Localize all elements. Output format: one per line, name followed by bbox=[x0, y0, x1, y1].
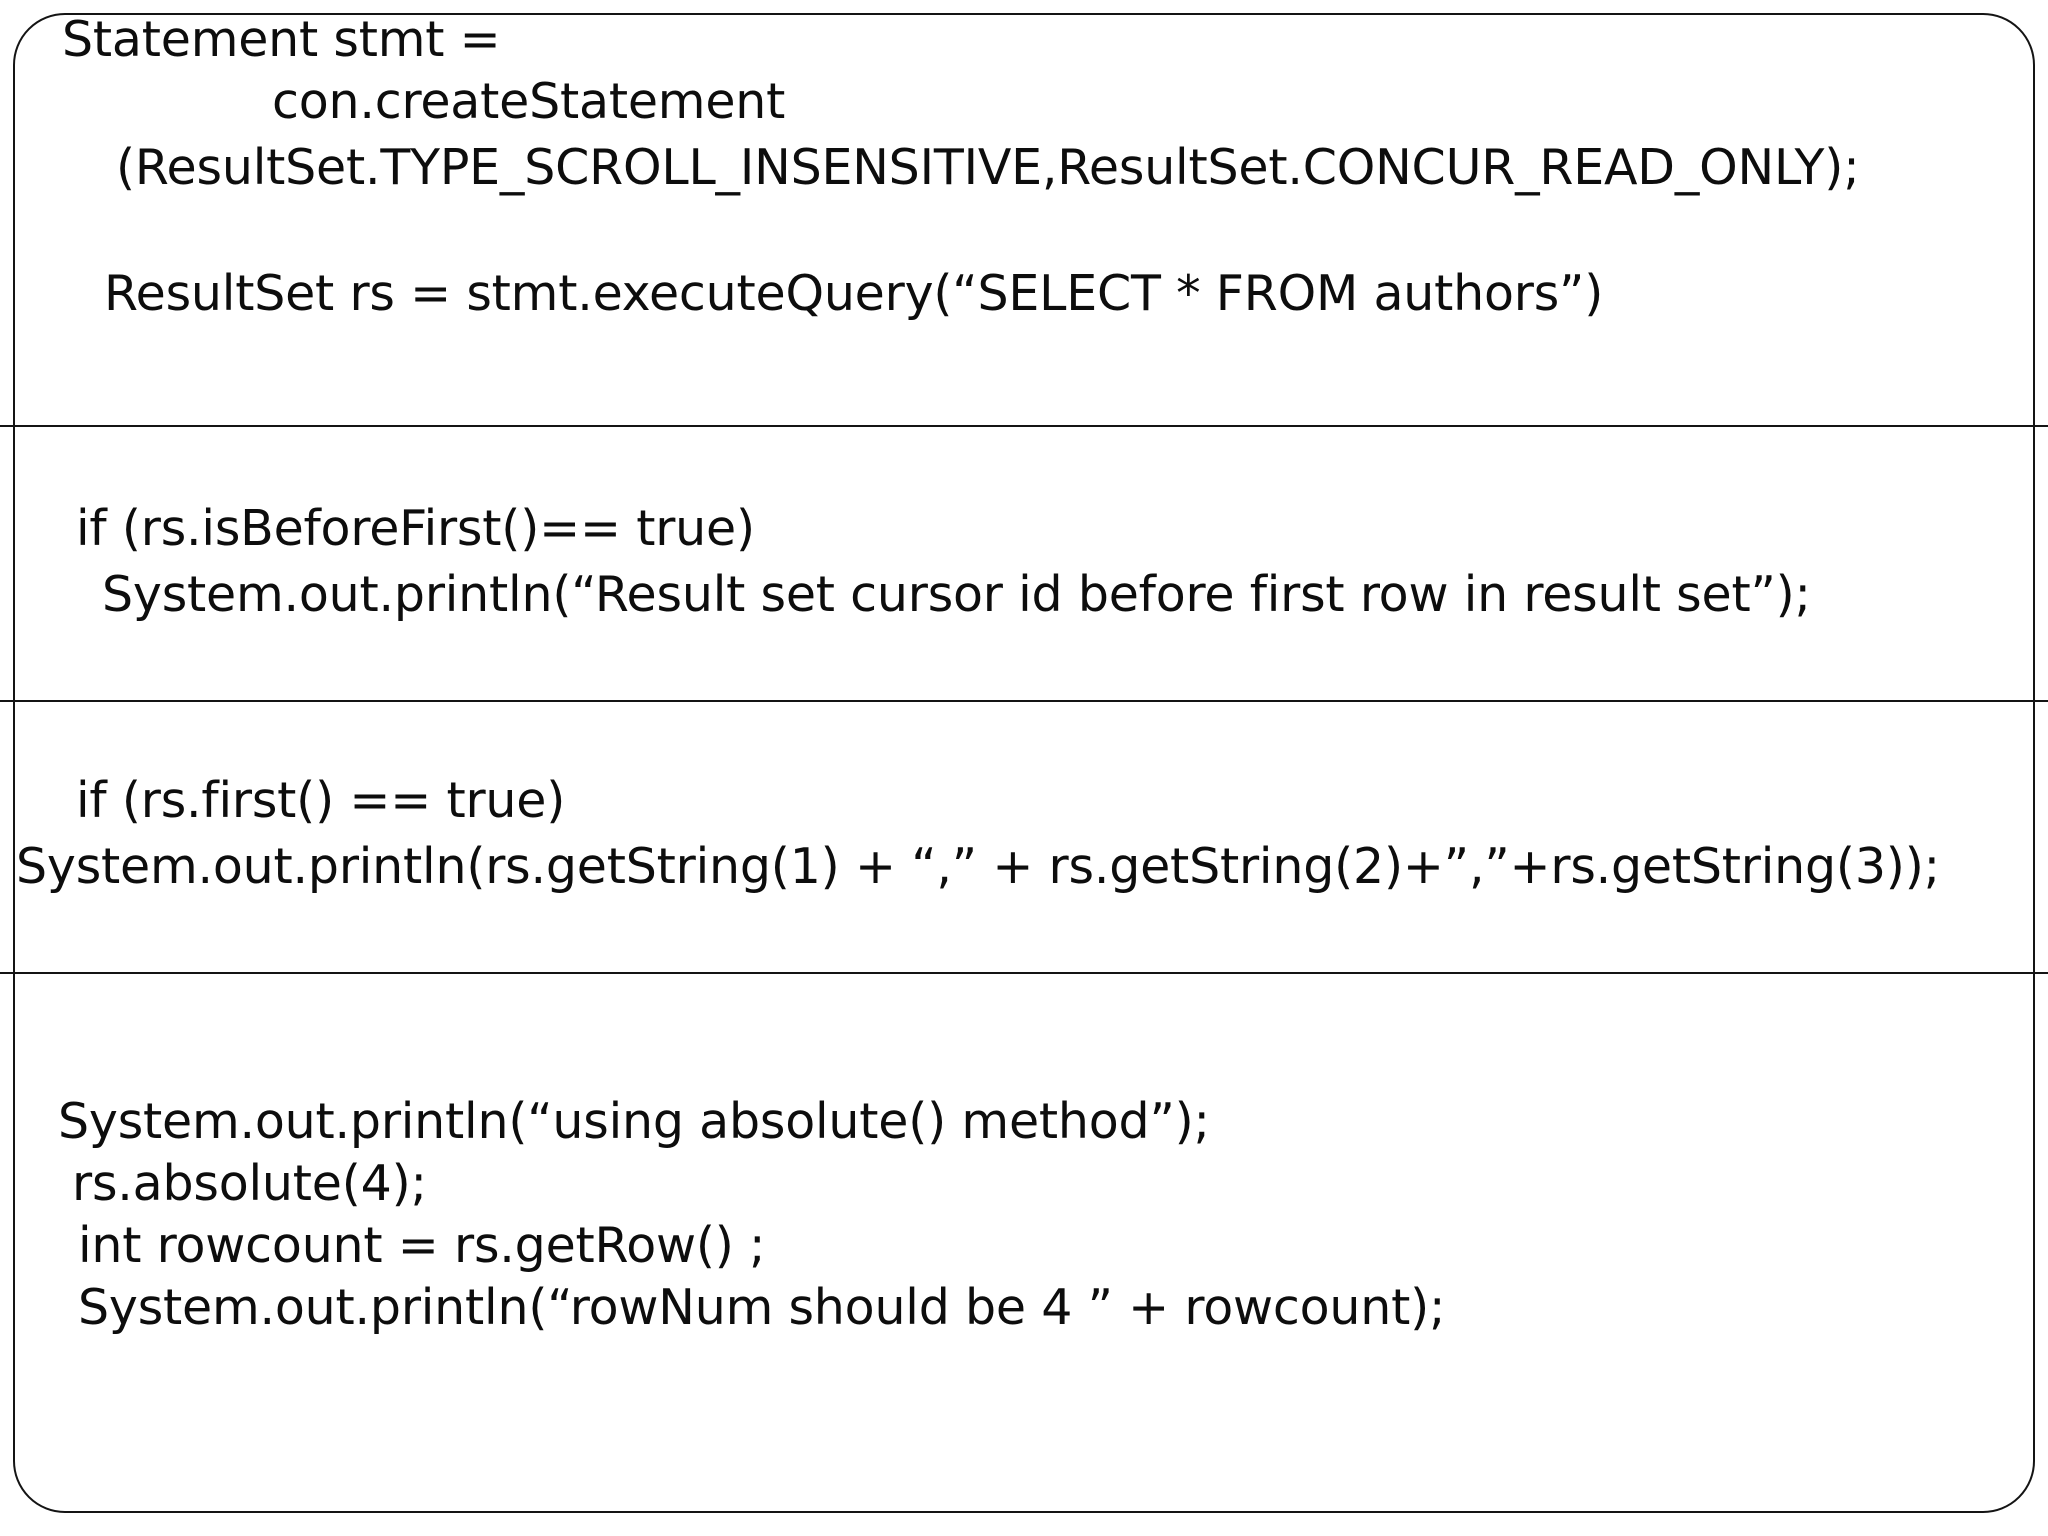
code-line: rs.absolute(4); bbox=[72, 1155, 427, 1212]
table-row: if (rs.isBeforeFirst()== true) System.ou… bbox=[0, 425, 2048, 700]
code-line: if (rs.first() == true) bbox=[76, 772, 566, 829]
table-row: System.out.println(“using absolute() met… bbox=[0, 972, 2048, 1513]
row-divider bbox=[0, 425, 2048, 427]
row-divider bbox=[0, 700, 2048, 702]
table-row: if (rs.first() == true) System.out.print… bbox=[0, 700, 2048, 972]
table-row: Statement stmt = con.createStatement (Re… bbox=[0, 0, 2048, 425]
code-listing-table bbox=[13, 13, 2035, 1513]
code-line: Statement stmt = bbox=[62, 11, 501, 68]
code-line: if (rs.isBeforeFirst()== true) bbox=[76, 500, 755, 557]
code-line: System.out.println(“using absolute() met… bbox=[58, 1093, 1210, 1150]
code-line: con.createStatement bbox=[272, 73, 786, 130]
code-line: int rowcount = rs.getRow() ; bbox=[78, 1217, 766, 1274]
code-line: System.out.println(“rowNum should be 4 ”… bbox=[78, 1279, 1446, 1336]
code-line: System.out.println(“Result set cursor id… bbox=[102, 566, 1811, 623]
code-line: ResultSet rs = stmt.executeQuery(“SELECT… bbox=[104, 265, 1604, 322]
code-line: (ResultSet.TYPE_SCROLL_INSENSITIVE,Resul… bbox=[116, 139, 1860, 196]
row-divider bbox=[0, 972, 2048, 974]
code-line: System.out.println(rs.getString(1) + “,”… bbox=[16, 838, 1940, 895]
